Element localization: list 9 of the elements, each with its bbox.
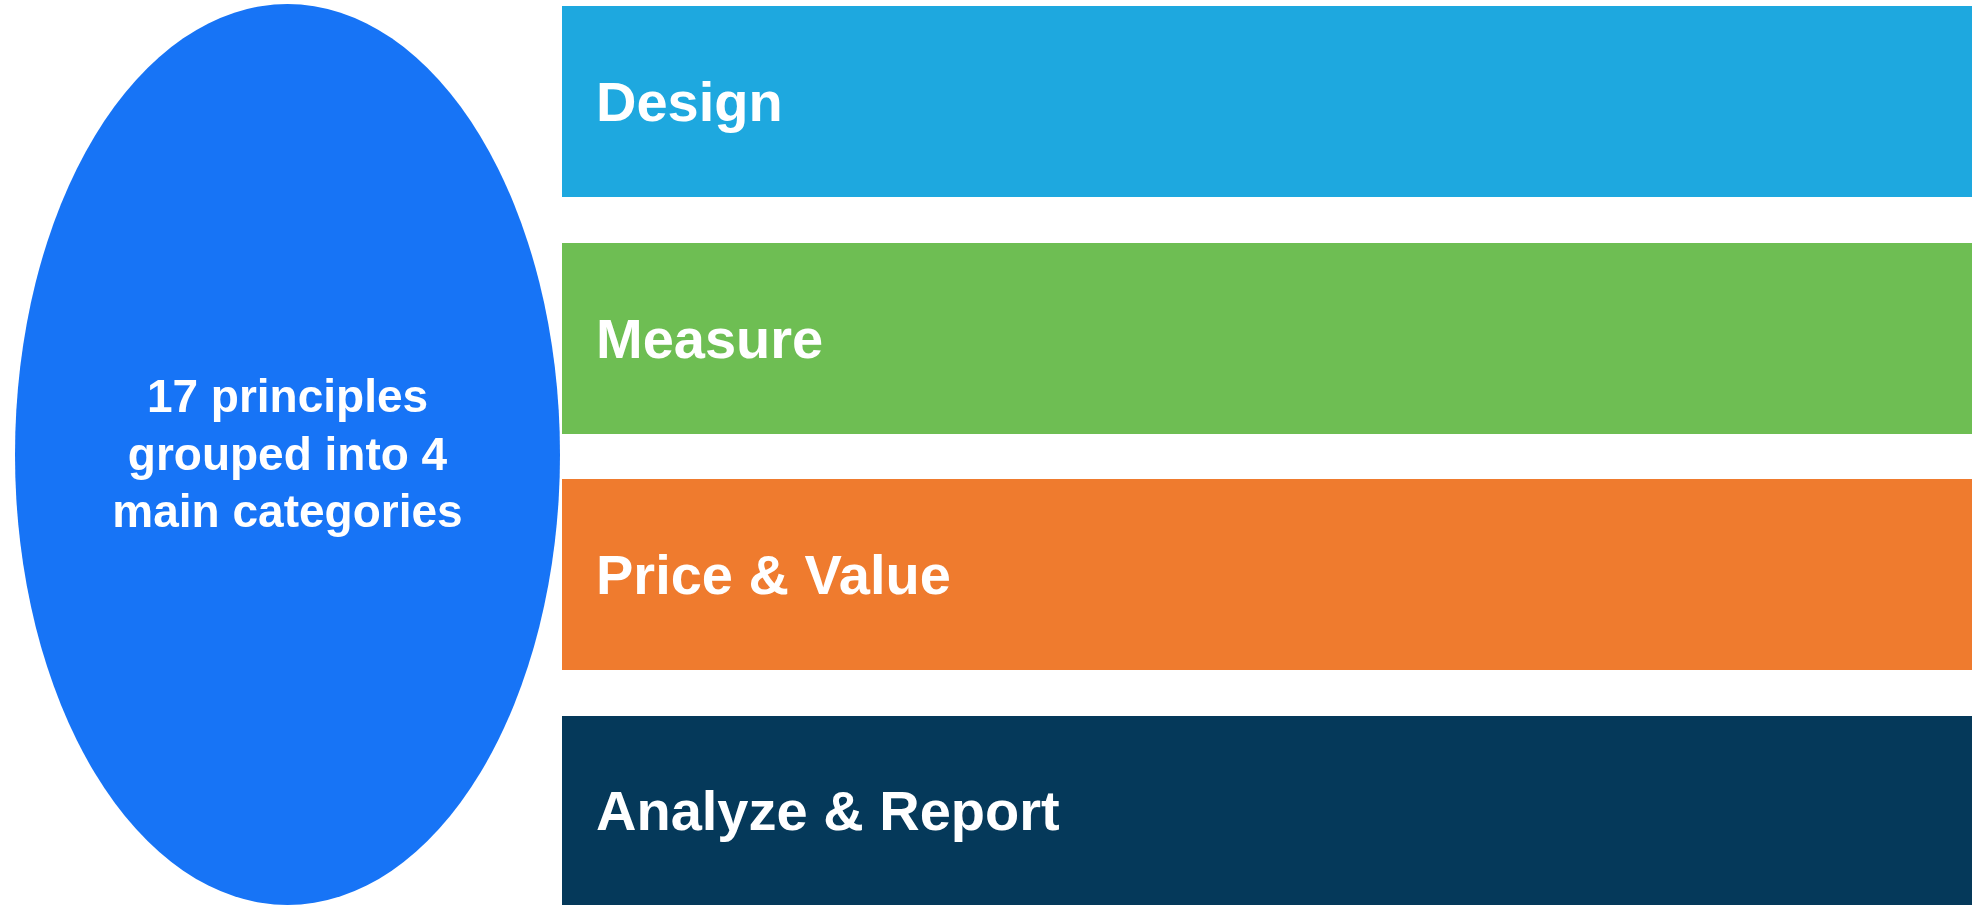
category-label: Price & Value bbox=[596, 542, 951, 607]
category-band bbox=[562, 243, 1972, 434]
category-label: Analyze & Report bbox=[596, 778, 1060, 843]
category-label: Design bbox=[596, 69, 783, 134]
summary-text: 17 principles grouped into 4 main categories bbox=[111, 369, 464, 540]
category-band bbox=[562, 6, 1972, 197]
category-band bbox=[562, 716, 1972, 905]
category-band bbox=[562, 479, 1972, 670]
category-label: Measure bbox=[596, 306, 824, 371]
